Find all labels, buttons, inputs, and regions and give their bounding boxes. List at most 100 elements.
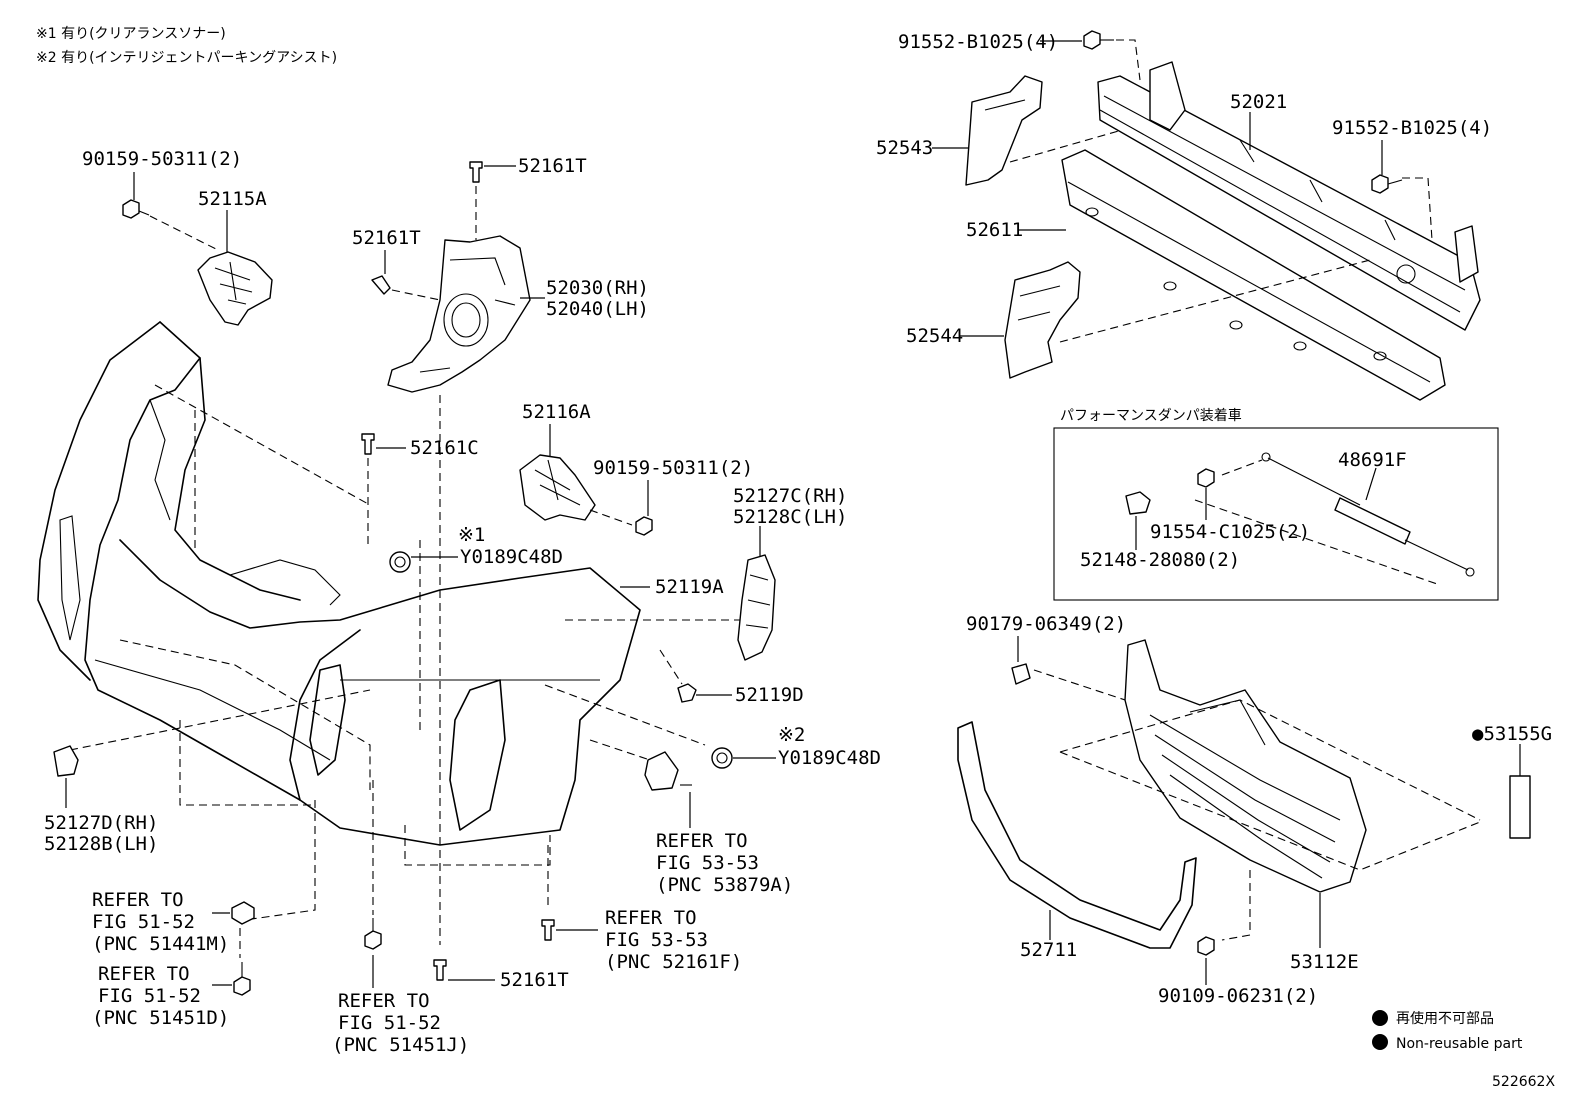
header-note-1: ※1 有り(クリアランスソナー) (36, 26, 226, 42)
dash-48691f (1221, 459, 1263, 476)
label-note1: ※1 (458, 524, 485, 546)
label-48691F: 48691F (1338, 449, 1407, 471)
svg-text:REFER TO: REFER TO (98, 963, 190, 985)
label-90109-06231: 90109-06231(2) (1158, 985, 1318, 1007)
svg-text:FIG 53-53: FIG 53-53 (605, 929, 708, 951)
dash-bumper-6 (404, 825, 551, 866)
clip-52161t-top-icon (469, 161, 483, 183)
label-Y0189C48D-2: Y0189C48D (778, 747, 881, 769)
label-52161T-bottom: 52161T (500, 969, 569, 991)
molding-52711-part (957, 721, 1197, 949)
non-reusable-bullet-icon (1372, 1010, 1388, 1026)
label-52128BLH: 52128B(LH) (44, 833, 158, 855)
side-piece-52543-part (965, 75, 1043, 186)
svg-text:REFER TO: REFER TO (338, 990, 430, 1012)
dash-91552-a (1116, 39, 1141, 81)
label-91552-B1025-b: 91552-B1025(4) (1332, 117, 1492, 139)
dash-grille-3 (1221, 870, 1251, 941)
svg-text:(PNC 53879A): (PNC 53879A) (656, 874, 793, 896)
label-91552-B1025-a: 91552-B1025(4) (898, 31, 1058, 53)
label-52148-28080: 52148-28080(2) (1080, 549, 1240, 571)
label-52116A: 52116A (522, 401, 591, 423)
label-52128CLH: 52128C(LH) (733, 506, 847, 528)
dash-52543 (1009, 129, 1123, 163)
header-note-2: ※2 有り(インテリジェントパーキングアシスト) (36, 50, 337, 66)
label-52161C: 52161C (410, 437, 479, 459)
dash-grille-2 (1059, 751, 1481, 871)
svg-text:(PNC 51441M): (PNC 51441M) (92, 933, 229, 955)
bolt-91552-top-icon (1083, 30, 1114, 50)
reinforcement-52021-part (1097, 61, 1481, 331)
label-90159-50311-a: 90159-50311(2) (82, 148, 242, 170)
label-53155G: ●53155G (1472, 723, 1552, 745)
bracket-52115a-part (197, 251, 273, 326)
label-90159-50311-b: 90159-50311(2) (593, 457, 753, 479)
absorber-52611-part (1061, 149, 1446, 401)
sensor-y0189c48d-2-icon (711, 747, 733, 769)
sensor-y0189c48d-1-icon (389, 551, 411, 573)
svg-text:FIG 51-52: FIG 51-52 (92, 911, 195, 933)
bracket-52030-52040-part (387, 235, 531, 393)
refer-block-51451j: REFER TO FIG 51-52 (PNC 51451J) (332, 990, 469, 1056)
label-52544: 52544 (906, 325, 963, 347)
svg-text:FIG 51-52: FIG 51-52 (338, 1012, 441, 1034)
svg-text:(PNC 52161F): (PNC 52161F) (605, 951, 742, 973)
label-52119A: 52119A (655, 576, 724, 598)
screw-52119d-icon (677, 683, 697, 703)
label-note2: ※2 (778, 724, 805, 746)
label-52119D: 52119D (735, 684, 804, 706)
clip-52161f-icon (541, 919, 555, 941)
svg-text:(PNC 51451J): (PNC 51451J) (332, 1034, 469, 1056)
damper-48691f-part (1261, 452, 1475, 577)
dash-bumper-4 (69, 689, 371, 751)
performance-damper-box (1053, 427, 1499, 601)
diagram-id: 522662X (1492, 1074, 1555, 1090)
label-52711: 52711 (1020, 939, 1077, 961)
box-title: パフォーマンスダンパ装着車 (1060, 407, 1242, 424)
svg-text:REFER TO: REFER TO (656, 830, 748, 852)
refer-block-52161f: REFER TO FIG 53-53 (PNC 52161F) (605, 907, 742, 973)
non-reusable-bullet-icon-2 (1372, 1034, 1388, 1050)
dash-52544 (1059, 259, 1371, 343)
side-bracket-52127c-part (737, 554, 776, 661)
dash-91552-b (1402, 177, 1433, 241)
leader-48691f (1365, 467, 1377, 501)
label-90179-06349: 90179-06349(2) (966, 613, 1126, 635)
clip-52161t-bottom-icon (433, 959, 447, 981)
nut-51441m-icon (231, 901, 255, 925)
bracket-52116a-part (519, 454, 596, 521)
dash-grille-1 (1059, 699, 1481, 821)
emblem-53155g-part (1509, 775, 1531, 839)
dash-bumper-1 (154, 384, 371, 506)
refer-block-51441m: REFER TO FIG 51-52 (PNC 51441M) (92, 889, 229, 955)
dash-90159-a (149, 215, 219, 251)
refer-block-53879a: REFER TO FIG 53-53 (PNC 53879A) (656, 830, 793, 896)
dash-bumper-3 (119, 639, 371, 790)
dash-bumper-9 (589, 739, 651, 761)
label-52127CRH: 52127C(RH) (733, 485, 847, 507)
label-52543: 52543 (876, 137, 933, 159)
cap-52148-icon (1125, 491, 1151, 515)
side-piece-52544-part (1004, 261, 1081, 379)
cap-52127d-icon (53, 745, 79, 777)
bolt-90159-left-icon (122, 199, 150, 219)
svg-text:REFER TO: REFER TO (605, 907, 697, 929)
label-52161T-left: 52161T (352, 227, 421, 249)
dash-52119d (659, 649, 683, 685)
bolt-90159-right-icon (635, 516, 653, 536)
label-53112E: 53112E (1290, 951, 1359, 973)
label-52030RH: 52030(RH) (546, 277, 649, 299)
label-52021: 52021 (1230, 91, 1287, 113)
label-52040LH: 52040(LH) (546, 298, 649, 320)
dash-52116a (589, 509, 633, 526)
bolt-90109-icon (1197, 936, 1215, 956)
legend-jp: 再使用不可部品 (1396, 1010, 1494, 1027)
dash-bumper-5 (179, 720, 315, 806)
dash-48691f-b (1194, 499, 1441, 586)
legend-en: Non-reusable part (1396, 1036, 1523, 1052)
svg-text:REFER TO: REFER TO (92, 889, 184, 911)
label-52115A: 52115A (198, 188, 267, 210)
dash-bumper-8 (544, 684, 706, 746)
